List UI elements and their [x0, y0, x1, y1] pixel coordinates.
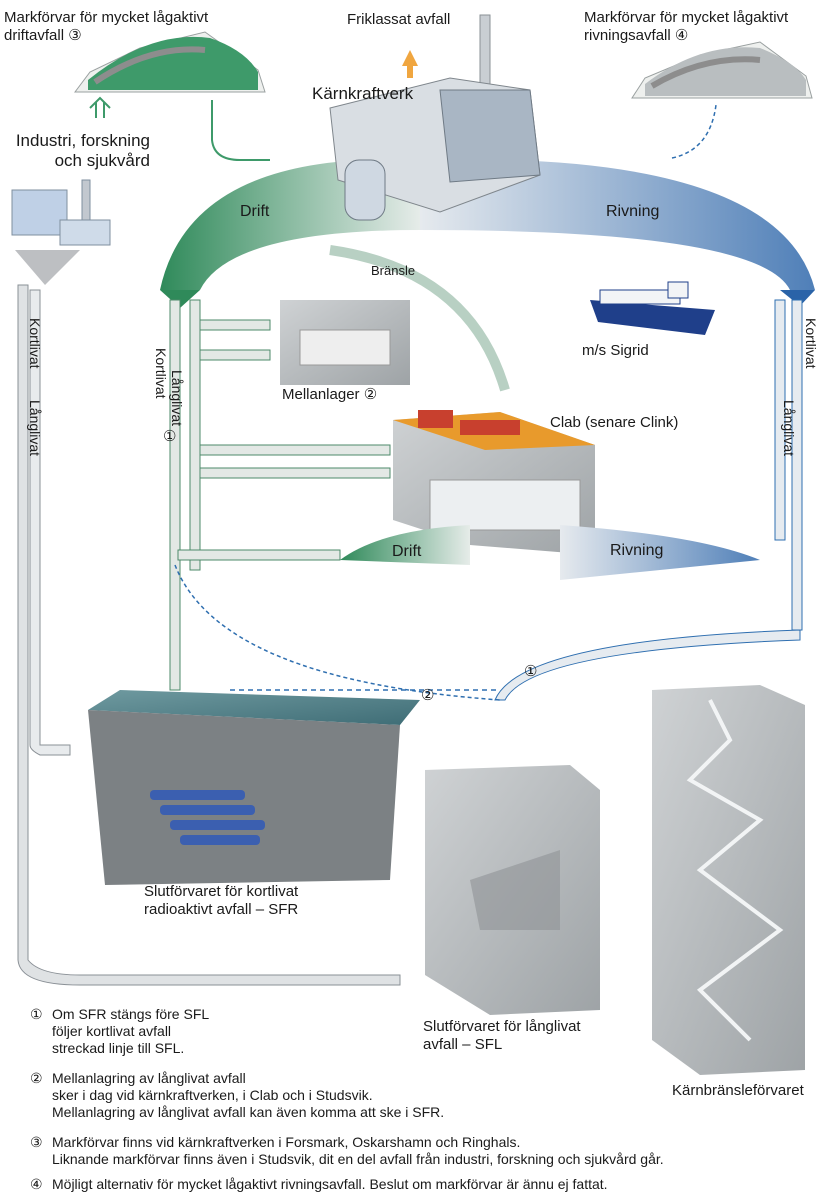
sfl-label: Slutförvaret för långlivat avfall – SFL	[423, 1018, 581, 1054]
sfl-line-1: Slutförvaret för långlivat	[423, 1018, 581, 1035]
rivning-to-vlla-dashed	[671, 104, 717, 159]
bransle-label: Bränsle	[371, 263, 416, 278]
footnote-3: ③ Markförvar finns vid kärnkraftverken i…	[30, 1134, 664, 1172]
ship-illustration	[590, 281, 715, 335]
langlivat-left-label: Långlivat	[27, 400, 43, 457]
vlla-rivning-illustration	[631, 41, 813, 99]
sfl-illustration	[425, 765, 600, 1015]
rivning-clab-label: Rivning	[610, 542, 664, 559]
sfr-line-2: radioaktivt avfall – SFR	[144, 901, 299, 918]
industri-line-2: och sjukvård	[54, 151, 150, 170]
industry-illustration	[11, 179, 111, 285]
industri-line-1: Industri, forskning	[15, 131, 150, 150]
footnote-2-line-2: sker i dag vid kärnkraftverken, i Clab o…	[52, 1087, 373, 1103]
marker-1-right: ①	[524, 663, 538, 680]
drift-flow-pipes	[169, 299, 391, 691]
vlla-drift-label: Markförvar för mycket lågaktivt driftavf…	[4, 9, 208, 45]
footnote-1-line-1: Om SFR stängs före SFL	[52, 1006, 210, 1022]
langlivat-mid-label: Långlivat	[169, 370, 185, 427]
rivning-top-label: Rivning	[606, 203, 660, 220]
industry-flow-pipe	[17, 284, 401, 986]
friklassat-arrow	[402, 50, 418, 78]
clab-label: Clab (senare Clink)	[550, 414, 679, 431]
vlla-drift-illustration	[74, 31, 266, 93]
drift-to-vlla-arrows	[89, 96, 270, 161]
vlla-rivning-line-2: rivningsavfall ④	[584, 27, 689, 44]
drift-top-label: Drift	[240, 203, 270, 220]
vlla-rivning-line-1: Markförvar för mycket lågaktivt	[584, 9, 789, 26]
footnote-4-number: ④	[30, 1176, 43, 1192]
footnote-4: ④ Möjligt alternativ för mycket lågaktiv…	[30, 1176, 608, 1197]
footnote-1: ① Om SFR stängs före SFL följer kortliva…	[30, 1006, 209, 1061]
footnote-4-line-1: Möjligt alternativ för mycket lågaktivt …	[52, 1176, 608, 1192]
karnkraftverk-label: Kärnkraftverk	[312, 84, 414, 103]
marker-1-mid: ①	[163, 428, 177, 445]
bransle-pipe	[329, 245, 510, 392]
footnote-2-line-1: Mellanlagring av långlivat avfall	[52, 1070, 246, 1086]
vlla-drift-line-2: driftavfall ③	[4, 27, 82, 44]
rivning-flow-pipes	[494, 299, 803, 701]
sfr-label: Slutförvaret för kortlivat radioaktivt a…	[144, 883, 298, 919]
nuclear-plant-illustration	[329, 14, 541, 221]
footnote-1-line-3: streckad linje till SFL.	[52, 1040, 185, 1056]
kortlivat-left-label: Kortlivat	[27, 318, 43, 369]
mellanlager-illustration	[280, 300, 410, 385]
sfr-illustration	[88, 690, 420, 885]
vlla-drift-line-1: Markförvar för mycket lågaktivt	[4, 9, 209, 26]
footnote-2-line-3: Mellanlagring av långlivat avfall kan äv…	[52, 1104, 445, 1120]
friklassat-label: Friklassat avfall	[347, 11, 451, 28]
footnote-3-number: ③	[30, 1134, 43, 1150]
kortlivat-mid-label: Kortlivat	[153, 348, 169, 399]
rivning-band	[420, 159, 815, 290]
langlivat-right-label: Långlivat	[781, 400, 797, 457]
footnote-3-line-1: Markförvar finns vid kärnkraftverken i F…	[52, 1134, 521, 1150]
clab-illustration	[393, 410, 595, 555]
clab-drift-band	[340, 525, 470, 565]
marker-2: ②	[421, 687, 435, 704]
ship-label: m/s Sigrid	[582, 342, 649, 359]
sfl-line-2: avfall – SFL	[423, 1036, 503, 1053]
karnbransleforvaret-illustration	[652, 685, 805, 1075]
vlla-rivning-label: Markförvar för mycket lågaktivt rivnings…	[584, 9, 788, 45]
footnote-2-number: ②	[30, 1070, 43, 1086]
industri-label: Industri, forskning och sjukvård	[4, 131, 150, 171]
drift-clab-label: Drift	[392, 543, 422, 560]
sfr-line-1: Slutförvaret för kortlivat	[144, 883, 299, 900]
clab-rivning-band	[560, 525, 760, 580]
mellanlager-label: Mellanlager ②	[282, 386, 378, 403]
footnote-1-line-2: följer kortlivat avfall	[52, 1023, 172, 1039]
footnote-3-line-2: Liknande markförvar finns även i Studsvi…	[52, 1151, 664, 1167]
footnote-2: ② Mellanlagring av långlivat avfall sker…	[30, 1070, 444, 1125]
kortlivat-right-label: Kortlivat	[803, 318, 819, 369]
dashed-route-1	[174, 564, 501, 701]
footnote-1-number: ①	[30, 1006, 43, 1022]
karnbransleforvaret-label: Kärnbränsleförvaret	[672, 1082, 804, 1099]
